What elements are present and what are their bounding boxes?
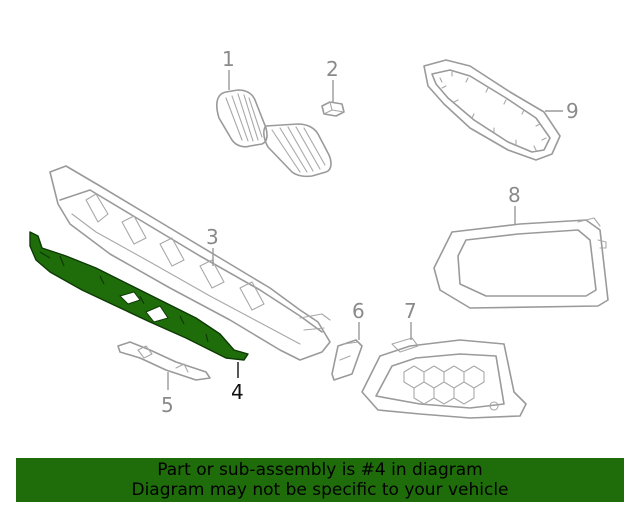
- fitment-banner: Part or sub-assembly is #4 in diagram Di…: [16, 458, 624, 502]
- part-9-grille-frame[interactable]: [423, 59, 561, 161]
- parts-diagram: 1 2 9 8 3 4 5: [29, 47, 609, 419]
- callout-3: 3: [206, 225, 219, 249]
- part-3-lower-grille[interactable]: [49, 165, 331, 361]
- callout-5: 5: [161, 393, 174, 417]
- callout-1: 1: [222, 47, 235, 71]
- part-4-lower-trim-strip[interactable]: [29, 231, 249, 361]
- banner-line-1: Part or sub-assembly is #4 in diagram: [157, 460, 483, 480]
- callout-6: 6: [352, 299, 365, 323]
- callout-9: 9: [566, 99, 579, 123]
- part-7-honeycomb-insert[interactable]: [361, 337, 527, 419]
- part-6-bracket[interactable]: [331, 339, 363, 381]
- part-8-bezel[interactable]: [433, 217, 609, 309]
- banner-line-2: Diagram may not be specific to your vehi…: [131, 480, 509, 500]
- callout-8: 8: [508, 183, 521, 207]
- part-2-sensor[interactable]: [321, 101, 345, 117]
- part-5-trim-piece[interactable]: [117, 341, 211, 381]
- callout-7: 7: [404, 299, 417, 323]
- part-1-kidney-grille[interactable]: [216, 89, 332, 178]
- callout-2: 2: [326, 57, 339, 81]
- callout-4: 4: [231, 380, 244, 404]
